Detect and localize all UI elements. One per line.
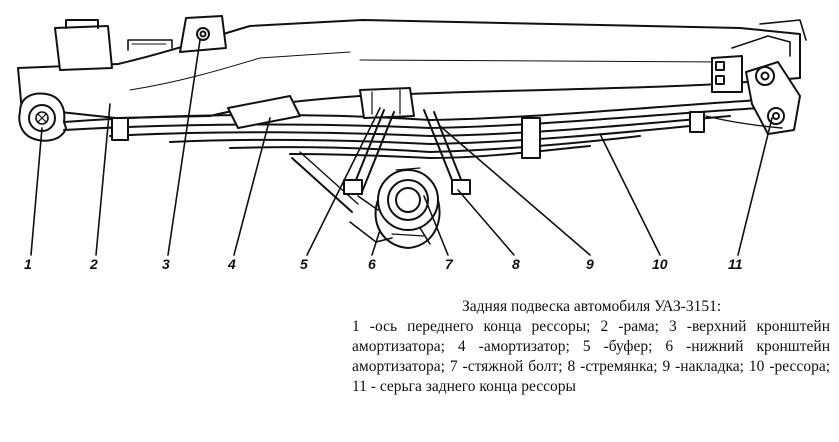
callout-9: 9 bbox=[586, 256, 594, 272]
callout-2: 2 bbox=[90, 256, 98, 272]
callout-5: 5 bbox=[300, 256, 308, 272]
figure-caption: Задняя подвеска автомобиля УАЗ-3151: 1 -… bbox=[352, 297, 830, 397]
axle-housing bbox=[349, 167, 441, 249]
frame-top-box bbox=[54, 25, 113, 71]
callout-6: 6 bbox=[368, 256, 376, 272]
shock-absorber bbox=[227, 95, 301, 129]
callout-7: 7 bbox=[445, 256, 453, 272]
bump-stop bbox=[359, 87, 415, 119]
callout-4: 4 bbox=[228, 256, 236, 272]
callout-10: 10 bbox=[652, 256, 668, 272]
callout-11: 11 bbox=[728, 256, 743, 272]
upper-shock-bracket bbox=[179, 15, 227, 53]
callout-1: 1 bbox=[24, 256, 32, 272]
callout-8: 8 bbox=[512, 256, 520, 272]
caption-title: Задняя подвеска автомобиля УАЗ-3151: bbox=[462, 298, 722, 315]
callout-3: 3 bbox=[162, 256, 170, 272]
caption-text: 1 -ось переднего конца рессоры; 2 -рама;… bbox=[352, 318, 830, 395]
leader-lines bbox=[30, 39, 773, 256]
u-bolt bbox=[351, 109, 467, 193]
rear-shackle bbox=[745, 61, 801, 135]
suspension-drawing bbox=[17, 15, 807, 256]
